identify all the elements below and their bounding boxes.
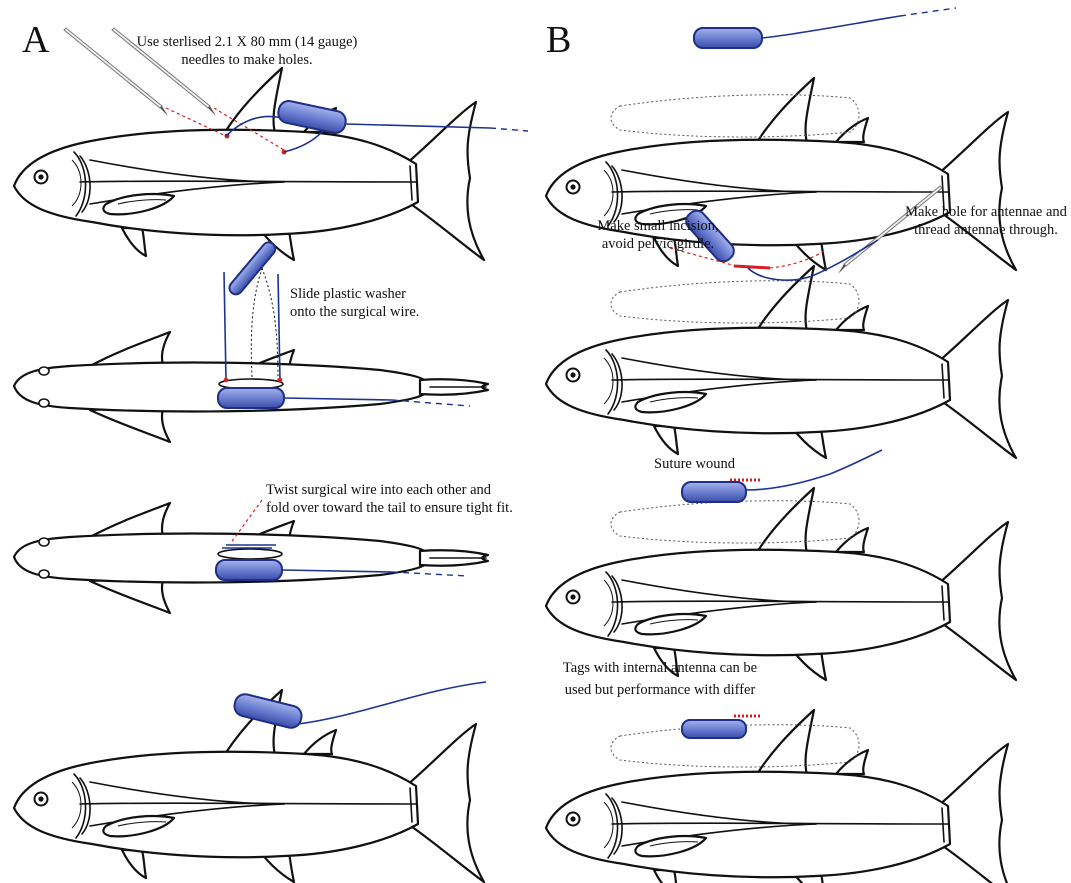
caption-b4-line2: used but performance with differ [565,682,756,698]
step-a2: Slide plastic washer onto the surgical w… [14,240,488,442]
transmitter-tag-icon [218,388,284,408]
fish-side-view-icon [14,690,484,882]
transmitter-tag-icon [682,482,746,502]
caption-b2-left-line2: avoid pelvic girdle. [602,236,714,252]
caption-a1-line1: Use sterlised 2.1 X 80 mm (14 gauge) [137,34,358,50]
fish-side-view-icon [546,488,1016,680]
caption-b2-right-line1: Make hole for antennae and [905,204,1068,220]
caption-a2-line1: Slide plastic washer [290,286,406,302]
panel-b-label: B [546,19,571,61]
plastic-washer-icon [227,240,278,297]
transmitter-tag-icon [682,720,746,738]
transmitter-tag-icon [694,28,762,48]
step-a4 [14,682,486,882]
panel-a-label: A [22,19,50,61]
caption-a3-line1: Twist surgical wire into each other and [266,482,492,498]
caption-b2-right-line2: thread antennae through. [914,222,1058,238]
fish-side-view-icon [546,710,1016,883]
step-b3: Suture wound [546,450,1016,680]
step-a3: Twist surgical wire into each other and … [14,482,513,613]
caption-b4-line1: Tags with internal antenna can be [563,660,757,676]
fish-dorsal-view-icon [14,503,488,613]
caption-b2-left-line1: Make small incision, [597,218,718,234]
caption-a1-line2: needles to make holes. [181,52,312,68]
fish-side-view-icon [546,266,1016,458]
caption-b3: Suture wound [654,456,736,472]
transmitter-tag-icon [216,560,282,580]
fish-side-view-icon [14,68,484,260]
step-a1: Use sterlised 2.1 X 80 mm (14 gauge) nee… [14,28,528,260]
caption-a2-line2: onto the surgical wire. [290,304,419,320]
caption-a3-line2: fold over toward the tail to ensure tigh… [266,500,513,516]
step-b4: Tags with internal antenna can be used b… [546,660,1016,883]
